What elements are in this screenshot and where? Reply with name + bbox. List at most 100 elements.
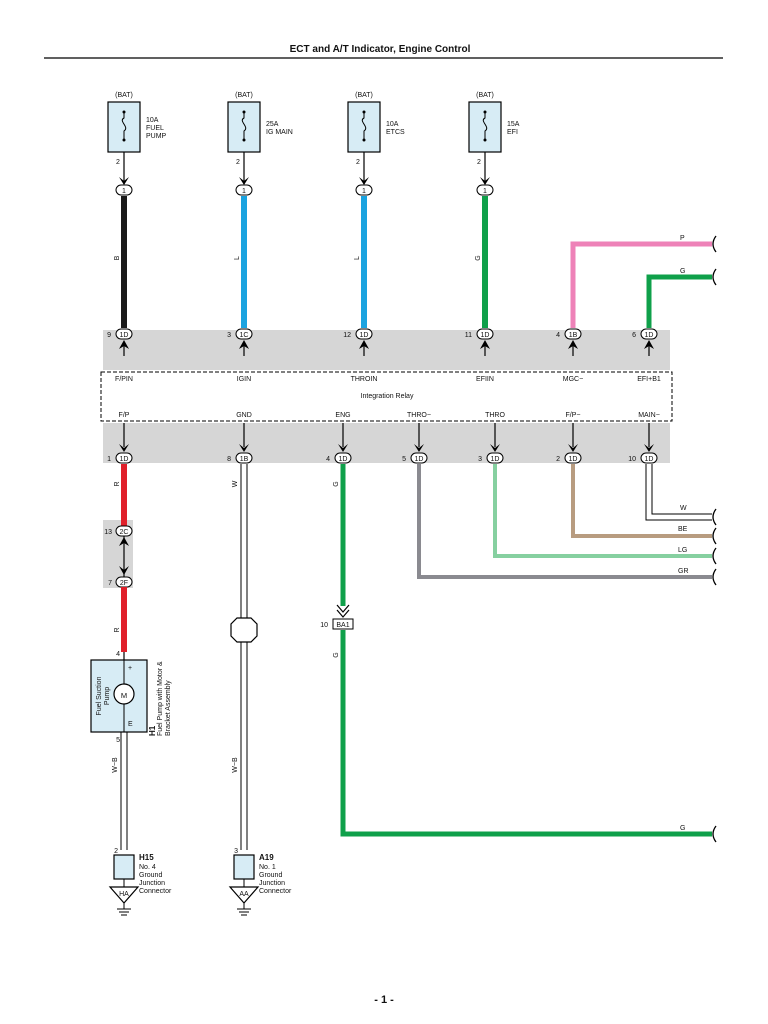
connector-label: 1D [360, 332, 369, 339]
page-title: ECT and A/T Indicator, Engine Control [290, 44, 471, 55]
wire-break-icon [712, 547, 717, 565]
fuse-supply: (BAT) [235, 92, 253, 99]
pin-function: IGIN [237, 376, 251, 383]
page-number: - 1 - [374, 994, 394, 1006]
connector-label: 1D [645, 456, 654, 463]
pin-function: EFI+B1 [637, 376, 661, 383]
pin-number: 7 [108, 580, 112, 587]
wire-break-icon [712, 825, 717, 843]
ground-code: HA [119, 891, 129, 898]
fuse-supply: (BAT) [476, 92, 494, 99]
wire-label: G [680, 825, 685, 832]
wire-label: W−B [232, 757, 239, 773]
pin-number: 6 [632, 332, 636, 339]
pump-inner-line: Fuel Suction [96, 676, 103, 715]
fuse-box [347, 101, 381, 153]
fuse-name-line: IG MAIN [266, 129, 293, 136]
wire-w [651, 464, 712, 515]
pin-number: 11 [465, 332, 472, 339]
connector-label: 1D [481, 332, 490, 339]
pin-number: 10 [628, 456, 636, 463]
relay-bottom-arrows [119, 423, 654, 452]
connector-label: 1D [569, 456, 578, 463]
pin-function: F/P− [566, 412, 581, 419]
connector-ba1 [332, 618, 354, 630]
fuse-name-line: ETCS [386, 129, 405, 136]
wire-break-icon [712, 508, 717, 526]
fuse-name-line: EFI [507, 129, 518, 136]
fuse-icon [121, 112, 127, 140]
wire-lg [493, 464, 712, 558]
pin-function: THRO [485, 412, 505, 419]
pin-number: 5 [116, 737, 120, 744]
relay-bottom-connectors: 1D 1 1B 8 1D 4 1D 5 1D 3 1D 2 1D 10 [107, 452, 658, 464]
pump-plus: + [128, 665, 132, 672]
ground-connector-box [113, 854, 135, 880]
pump-id: H1 [148, 725, 157, 736]
ground-line: Ground [259, 872, 282, 879]
pin-function: GND [236, 412, 252, 419]
ground-code: AA [239, 891, 249, 898]
pin-number: 9 [107, 332, 111, 339]
relay-name: Integration Relay [361, 393, 414, 400]
connector-label: 1 [483, 188, 487, 195]
relay-top-connectors: 1D 9 1C 3 1D 12 1D 11 1B 4 1D 6 [107, 328, 658, 340]
connector-label: 1D [645, 332, 654, 339]
pin-number: 10 [320, 622, 328, 629]
pin-function: ENG [335, 412, 350, 419]
fuse-rating: 10A [386, 121, 399, 128]
wire-gr [417, 464, 712, 579]
splice-point-icon [230, 617, 258, 643]
pin-number: 3 [234, 848, 238, 855]
wire-label: G [475, 255, 482, 260]
fuse-efi: (BAT) 15A EFI 2 [468, 92, 520, 166]
ground-line: Junction [259, 880, 285, 887]
connector-label: 1 [122, 188, 126, 195]
wire-label: W−B [112, 757, 119, 773]
wire-label: BE [678, 526, 688, 533]
fuse-etcs: (BAT) 10A ETCS 2 [347, 92, 405, 166]
pin-function: MAIN− [638, 412, 660, 419]
fuse-fuel-pump: (BAT) 10A FUEL PUMP 2 [107, 92, 167, 166]
relay-top-band [103, 330, 670, 370]
relay-bottom-labels: F/P GND ENG THRO− THRO F/P− MAIN− [119, 412, 660, 419]
wire-label: R [114, 481, 121, 486]
wire-label: W [232, 480, 239, 487]
relay-top-labels: F/PIN IGIN THROIN EFIIN MGC− EFI+B1 [115, 376, 661, 383]
pin-number: 8 [227, 456, 231, 463]
wire-break-icon [712, 568, 717, 586]
fuse-icon [482, 112, 488, 140]
wire-g-eng-out [340, 630, 712, 837]
motor-label: M [121, 691, 127, 700]
fuse-output-arrows [119, 177, 490, 185]
fuse-pin: 2 [116, 159, 120, 166]
ground-connector-box [233, 854, 255, 880]
connector-label: 1D [415, 456, 424, 463]
wire-break-icon [712, 235, 717, 253]
connector-label: 1B [569, 332, 578, 339]
wire-label: G [333, 652, 340, 657]
ground-line: Connector [139, 888, 172, 895]
connector-label: 1B [240, 456, 249, 463]
fuse-icon [241, 112, 247, 140]
pump-inner-line: Pump [104, 687, 111, 705]
wire-break-icon [712, 527, 717, 545]
pin-number: 3 [478, 456, 482, 463]
connector-label: 1 [242, 188, 246, 195]
ground-line: Connector [259, 888, 292, 895]
connector-label: 1D [491, 456, 500, 463]
fuse-ig-main: (BAT) 25A IG MAIN 2 [227, 92, 293, 166]
pin-function: THROIN [351, 376, 378, 383]
ground-line: No. 1 [259, 864, 276, 871]
fuse-pin: 2 [477, 159, 481, 166]
connector-label: 1 [362, 188, 366, 195]
wire-p [570, 241, 712, 328]
fuse-icon [361, 112, 367, 140]
ground-line: No. 4 [139, 864, 156, 871]
wire-label: GR [678, 568, 689, 575]
fuse-rating: 25A [266, 121, 279, 128]
chevron-down-icon [336, 604, 350, 613]
pin-number: 13 [104, 529, 112, 536]
fuse-box [107, 101, 141, 153]
